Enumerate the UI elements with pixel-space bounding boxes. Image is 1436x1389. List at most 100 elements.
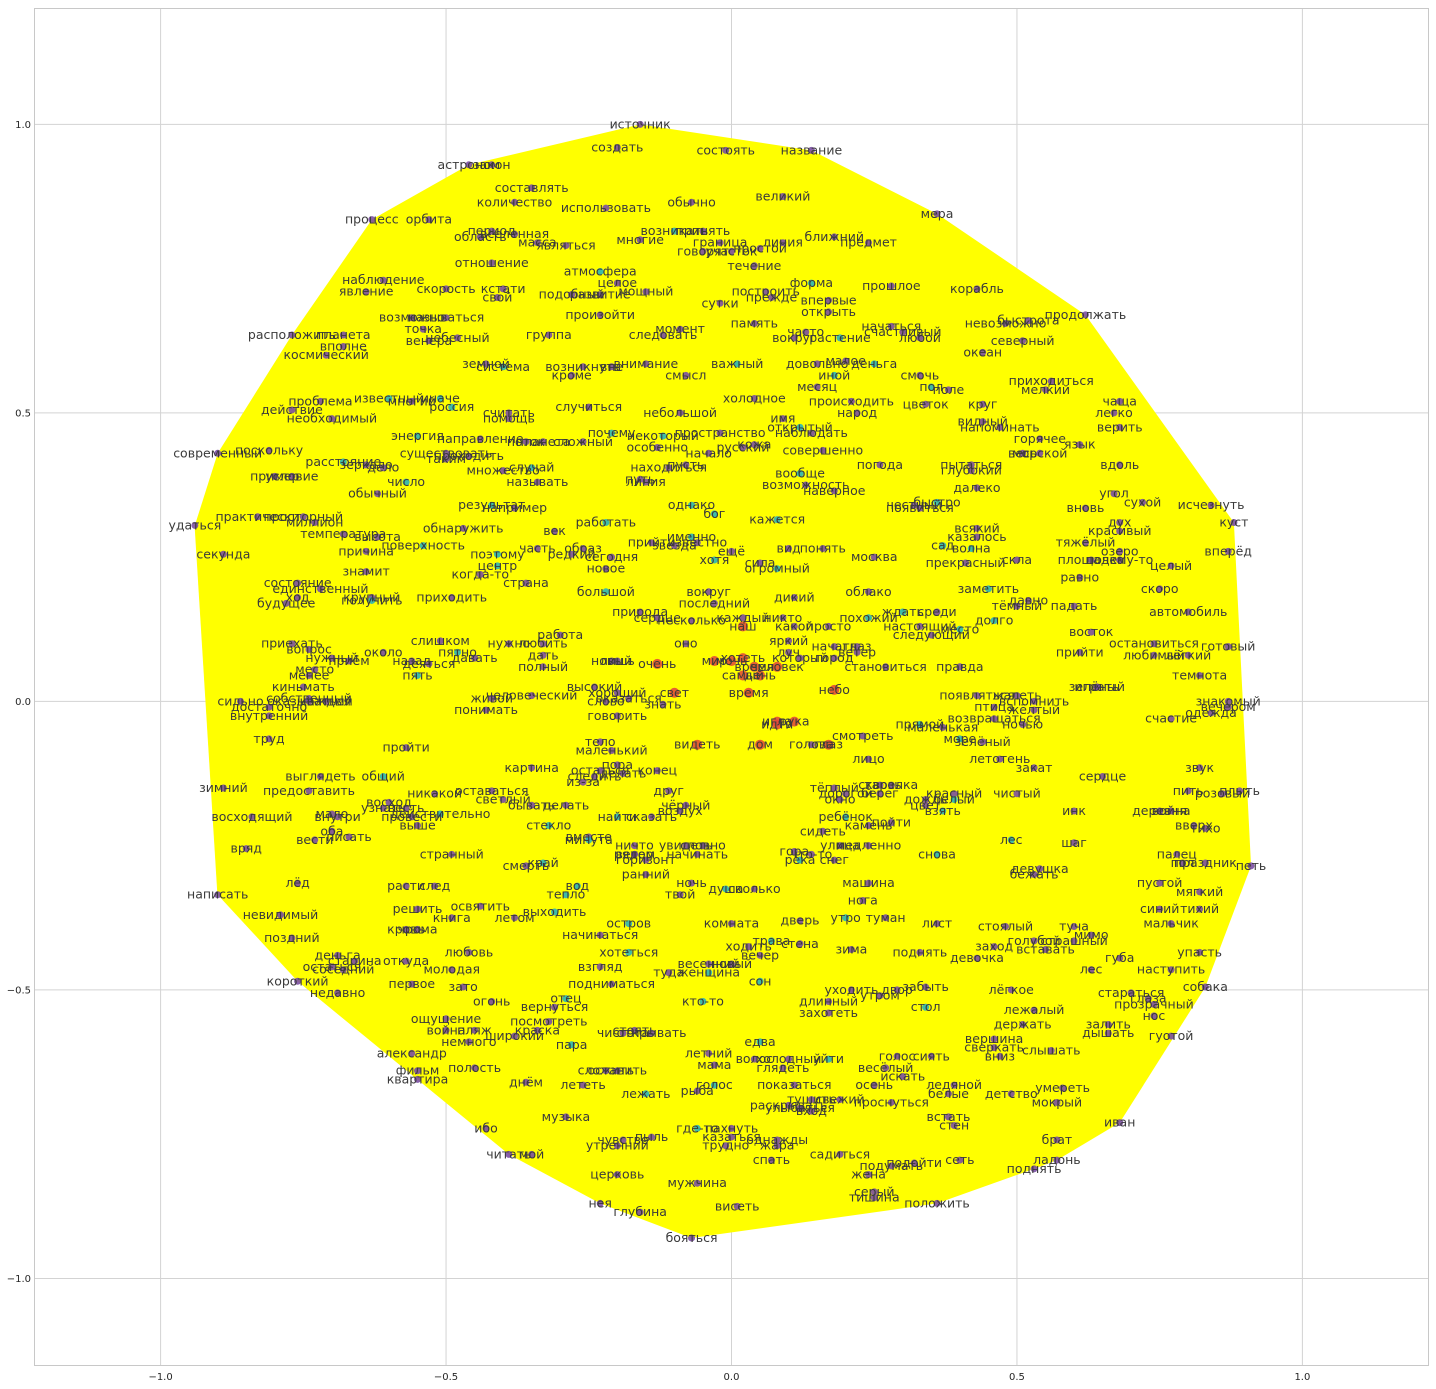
node-label: кроме [552, 367, 593, 382]
node-marker [436, 637, 444, 645]
node-marker [709, 656, 720, 667]
node-label: мимо [1074, 927, 1109, 942]
node-label: именно [667, 529, 716, 544]
node-label: любовь [445, 944, 494, 959]
node-marker [408, 1049, 416, 1057]
node-label: забыть [902, 979, 949, 994]
node-marker [254, 513, 262, 521]
node-marker [967, 461, 975, 469]
node-marker [722, 1142, 730, 1150]
node-label: губа [1105, 950, 1134, 965]
node-label: висеть [715, 1198, 760, 1213]
node-label: голова [789, 737, 834, 752]
node-label: захотеть [799, 1005, 858, 1020]
node-label: тишина [849, 1190, 900, 1205]
node-marker [865, 821, 873, 829]
node-marker [1013, 556, 1021, 564]
node-marker [670, 542, 678, 550]
edge [599, 285, 892, 1204]
node-marker [1116, 954, 1124, 962]
node-marker [448, 914, 456, 922]
node-label: кажется [749, 512, 805, 527]
node-label: пустой [1137, 875, 1183, 890]
node-label: довольно [786, 356, 848, 371]
node-label: красивый [1088, 523, 1152, 538]
edge [600, 150, 812, 272]
node-label: лежалый [1004, 1002, 1065, 1017]
edge [468, 164, 978, 696]
node-marker [825, 308, 833, 316]
edge [1085, 314, 1229, 647]
node-label: оказываться [267, 693, 350, 708]
node-label: какой [775, 618, 814, 633]
node-marker [682, 371, 690, 379]
edge [948, 1093, 1035, 1170]
node-marker [653, 614, 661, 622]
edge [217, 453, 595, 688]
edge [382, 808, 601, 1204]
node-label: пройти [382, 740, 429, 755]
edge [308, 649, 1206, 988]
node-label: планета [316, 327, 371, 342]
node-marker [933, 920, 941, 928]
node-marker [693, 1179, 701, 1187]
node-label: возвращаться [948, 711, 1041, 726]
node-label: практически [215, 509, 299, 524]
node-marker [790, 847, 798, 855]
node-label: след [419, 878, 450, 893]
node-marker [772, 719, 783, 730]
edge [217, 444, 755, 895]
node-label: сад [931, 538, 954, 553]
node-label: напоминать [960, 419, 1040, 434]
edge [543, 666, 1252, 867]
node-label: работа [537, 627, 583, 642]
node-marker [825, 296, 833, 304]
node-marker [305, 787, 313, 795]
node-marker [1036, 865, 1044, 873]
edge [217, 421, 983, 454]
edge [936, 213, 1023, 341]
node-marker [665, 787, 673, 795]
node-label: оба [320, 823, 343, 838]
node-marker [705, 960, 713, 968]
edge [468, 164, 704, 1002]
node-marker [288, 331, 296, 339]
edge [759, 955, 1035, 1170]
node-label: космический [283, 347, 368, 362]
node-marker [870, 1194, 878, 1202]
edge [297, 831, 333, 982]
node-label: полость [448, 1060, 501, 1075]
node-marker [499, 467, 507, 475]
node-label: язык [1064, 437, 1096, 452]
node-label: случиться [555, 399, 622, 414]
edge [742, 522, 1234, 627]
node-marker [288, 406, 296, 414]
node-marker [807, 1107, 815, 1115]
node-label: ледяной [926, 1077, 982, 1092]
node-marker [973, 954, 981, 962]
node-marker [1041, 386, 1049, 394]
node-label: зима [835, 942, 867, 957]
node-marker [568, 550, 576, 558]
node-marker [836, 334, 844, 342]
node-marker [608, 553, 616, 561]
node-marker [973, 285, 981, 293]
node-marker [973, 524, 981, 532]
node-label: открывать [617, 1025, 687, 1040]
node-marker [870, 553, 878, 561]
edge [508, 1021, 550, 1155]
node-label: достаточно [231, 699, 307, 714]
node-label: глаз [843, 639, 872, 654]
nodes [191, 120, 1255, 1242]
node-marker [1087, 628, 1095, 636]
node-marker [755, 670, 766, 681]
node-marker [887, 282, 895, 290]
edge [514, 917, 1206, 988]
node-marker [1230, 519, 1238, 527]
node-label: внимание [613, 356, 678, 371]
node-label: приехать [261, 636, 323, 651]
node-label: лёд [285, 875, 309, 890]
node-label: одежда [1185, 705, 1237, 720]
edge [291, 476, 938, 1204]
node-marker [305, 671, 313, 679]
